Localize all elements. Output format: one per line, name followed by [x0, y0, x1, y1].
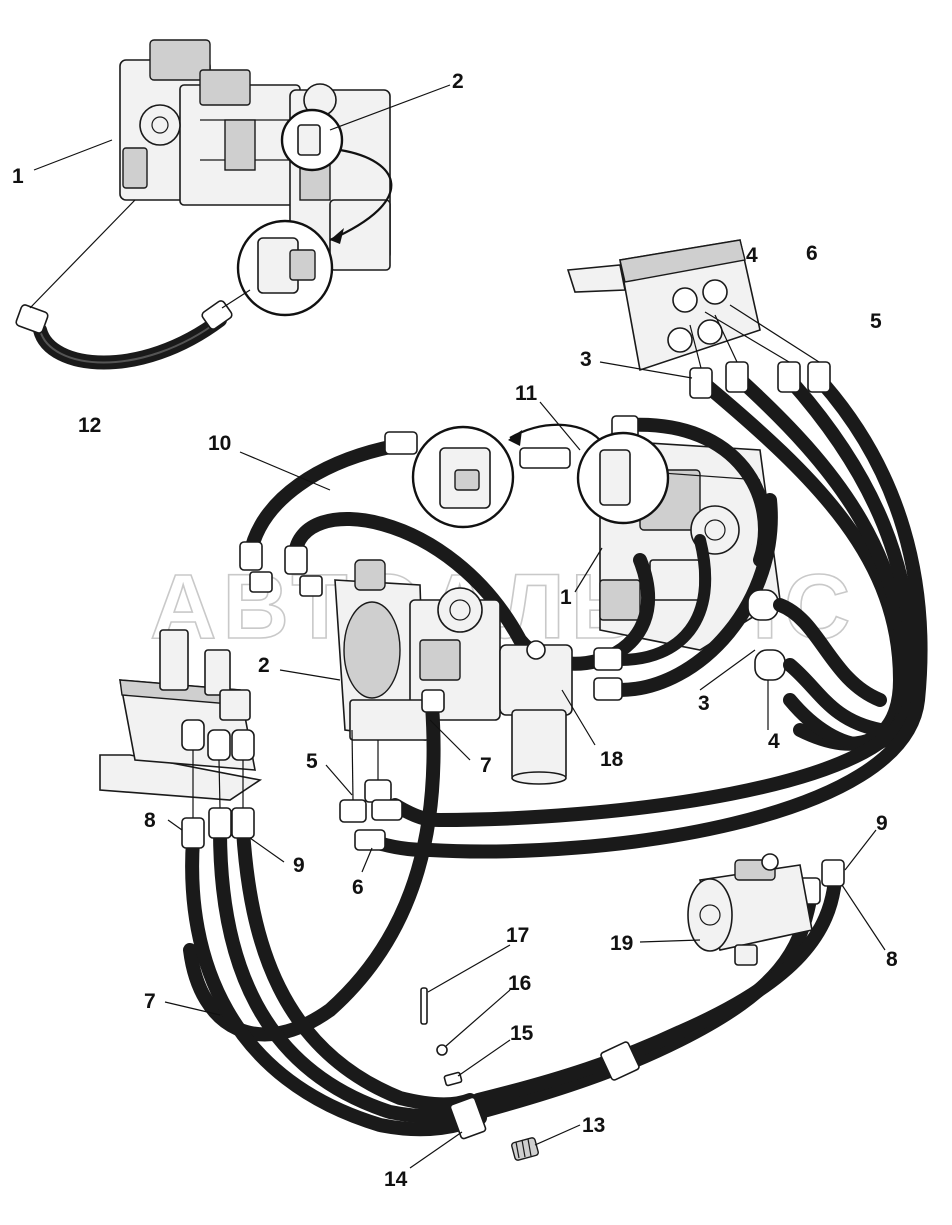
hoses-right-bundle	[423, 304, 928, 859]
callout-4-top: 4	[746, 244, 758, 267]
left-valve-block	[99, 629, 263, 818]
callout-1-top: 1	[12, 165, 24, 188]
callout-17: 17	[506, 924, 529, 947]
right-ports	[747, 589, 887, 737]
hoses-5-6-mid	[339, 729, 447, 857]
callout-2-mid: 2	[258, 654, 270, 677]
callout-5-mid: 5	[306, 750, 318, 773]
callout-3-mid: 3	[698, 692, 710, 715]
zoom-arrow-mid	[509, 423, 601, 441]
callout-7-left: 7	[144, 990, 156, 1013]
leader-lines	[33, 84, 886, 1169]
callout-4-mid: 4	[768, 730, 780, 753]
callout-8-right: 8	[886, 948, 898, 971]
hoses-8-9-left	[181, 807, 487, 1137]
callout-10: 10	[208, 432, 231, 455]
callout-7-mid: 7	[480, 754, 492, 777]
callout-5-top: 5	[870, 310, 882, 333]
hoses-to-motor	[471, 859, 845, 1119]
zoom-arrow-top	[329, 148, 393, 242]
callout-12: 12	[78, 414, 101, 437]
motor-19	[687, 853, 813, 966]
callout-1-mid: 1	[560, 586, 572, 609]
callout-16: 16	[508, 972, 531, 995]
hose-12	[15, 199, 251, 370]
callout-9-right: 9	[876, 812, 888, 835]
callout-2-top: 2	[452, 70, 464, 93]
filter-18	[499, 640, 573, 785]
callout-11: 11	[515, 382, 538, 405]
clamp-parts	[420, 987, 539, 1161]
callout-6-top: 6	[806, 242, 818, 265]
callout-6-mid: 6	[352, 876, 364, 899]
callout-14: 14	[384, 1168, 408, 1191]
callout-19: 19	[610, 932, 633, 955]
callout-9-left: 9	[293, 854, 305, 877]
callout-8-left: 8	[144, 809, 156, 832]
hose-7	[183, 689, 445, 1042]
callout-3-top: 3	[580, 348, 592, 371]
hoses-10-11	[239, 415, 778, 701]
callout-18: 18	[600, 748, 624, 771]
callout-15: 15	[510, 1022, 534, 1045]
callout-13: 13	[582, 1114, 605, 1137]
